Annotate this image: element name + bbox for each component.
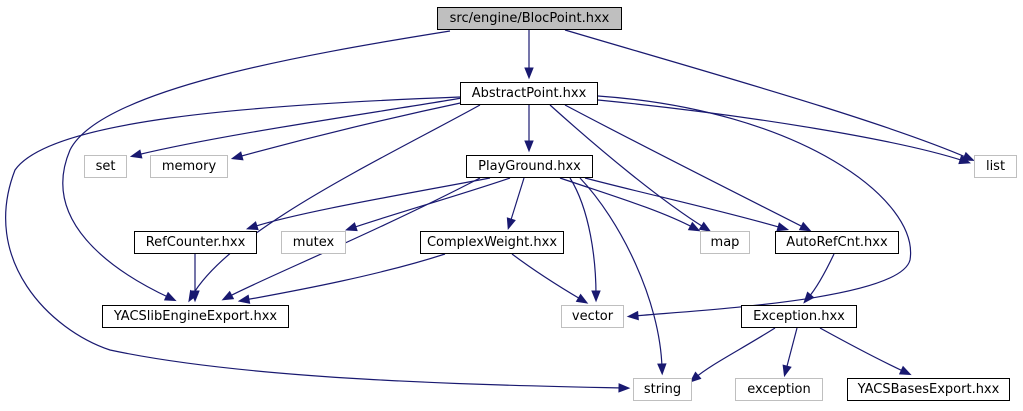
arrowhead-icon: [221, 290, 235, 301]
edge-line: [136, 97, 463, 156]
edge-line: [549, 104, 706, 229]
node-mutex: mutex: [281, 231, 346, 254]
arrowhead-icon: [129, 149, 143, 159]
edge-abstractpoint-to-list: [597, 99, 971, 165]
edge-abstractpoint-to-autorefcnt: [564, 104, 812, 232]
edge-line: [569, 177, 597, 296]
node-autorefcnt[interactable]: AutoRefCnt.hxx: [775, 231, 899, 254]
arrowhead-icon: [575, 293, 589, 304]
edge-line: [579, 177, 663, 369]
edge-line: [584, 177, 783, 229]
arrowhead-icon: [776, 222, 790, 232]
edge-playground-to-string: [579, 177, 667, 376]
edge-abstractpoint-to-yacslibengineexport: [188, 104, 481, 303]
edge-abstractpoint-to-playground: [524, 105, 534, 153]
edge-line: [559, 177, 695, 229]
node-abstractpoint[interactable]: AbstractPoint.hxx: [460, 82, 598, 105]
edge-complexweight-to-vector: [511, 253, 589, 304]
edge-playground-to-autorefcnt: [584, 177, 790, 232]
edge-line: [5, 96, 624, 389]
edge-line: [785, 327, 798, 371]
edge-line: [694, 327, 776, 379]
node-string: string: [633, 378, 692, 401]
edge-line: [807, 253, 835, 299]
edge-complexweight-to-yacslibengineexport: [237, 253, 446, 304]
edge-line: [62, 30, 451, 299]
edge-abstractpoint-to-string: [5, 96, 631, 393]
edge-abstractpoint-to-map: [549, 104, 712, 232]
node-set: set: [84, 155, 127, 178]
edge-refcounter-to-yacslibengineexport: [190, 254, 200, 303]
arrowhead-icon: [618, 383, 631, 393]
arrowhead-icon: [237, 294, 251, 304]
arrowhead-icon: [524, 140, 534, 153]
edge-exception_hxx-to-exception: [782, 327, 798, 378]
arrowhead-icon: [687, 221, 701, 232]
edge-line: [564, 104, 806, 229]
node-list: list: [974, 155, 1017, 178]
arrowhead-icon: [190, 290, 200, 303]
node-memory: memory: [150, 155, 228, 178]
node-refcounter[interactable]: RefCounter.hxx: [134, 231, 257, 254]
edge-line: [252, 177, 491, 228]
arrowhead-icon: [591, 290, 601, 303]
arrowhead-icon: [782, 364, 792, 378]
node-vector: vector: [561, 305, 624, 328]
edge-line: [237, 101, 466, 158]
node-map: map: [700, 231, 750, 254]
arrowhead-icon: [626, 310, 639, 321]
edge-abstractpoint-to-vector: [597, 95, 912, 321]
edge-blocpoint-to-list: [564, 29, 975, 161]
node-blocpoint: src/engine/BlocPoint.hxx: [437, 7, 622, 30]
node-complexweight[interactable]: ComplexWeight.hxx: [420, 231, 564, 254]
edge-playground-to-complexweight: [506, 177, 525, 231]
edge-exception_hxx-to-string: [689, 327, 776, 383]
arrowhead-icon: [657, 363, 667, 376]
edge-line: [511, 253, 583, 301]
edge-autorefcnt-to-exception_hxx: [803, 253, 835, 304]
edge-abstractpoint-to-memory: [230, 101, 466, 161]
arrowhead-icon: [898, 365, 912, 376]
arrowhead-icon: [958, 155, 971, 165]
arrowhead-icon: [803, 291, 815, 304]
edge-line: [819, 327, 906, 373]
edge-blocpoint-to-abstractpoint: [524, 30, 534, 80]
edge-line: [191, 104, 481, 297]
edge-exception_hxx-to-yacsbasesexport: [819, 327, 912, 376]
node-exception: exception: [735, 378, 823, 401]
node-exception-hxx[interactable]: Exception.hxx: [741, 305, 857, 328]
arrowhead-icon: [163, 291, 177, 302]
edge-blocpoint-to-yacslibengineexport: [62, 30, 451, 302]
edge-line: [564, 29, 969, 159]
arrowhead-icon: [698, 221, 712, 232]
arrowhead-icon: [961, 151, 975, 161]
arrowhead-icon: [230, 151, 244, 161]
node-yacslibengineexport[interactable]: YACSlibEngineExport.hxx: [102, 305, 289, 328]
edge-line: [244, 253, 446, 301]
edge-playground-to-refcounter: [245, 177, 491, 231]
edge-playground-to-map: [559, 177, 701, 232]
edge-line: [509, 177, 525, 224]
arrowhead-icon: [524, 67, 534, 80]
node-playground[interactable]: PlayGround.hxx: [466, 155, 593, 178]
arrowhead-icon: [689, 371, 702, 383]
edge-line: [597, 95, 912, 317]
arrowhead-icon: [245, 221, 259, 231]
node-yacsbasesexport[interactable]: YACSBasesExport.hxx: [847, 378, 1010, 401]
arrowhead-icon: [506, 217, 516, 231]
edge-playground-to-vector: [569, 177, 601, 303]
arrowhead-icon: [798, 221, 812, 232]
arrowhead-icon: [345, 222, 358, 232]
edge-abstractpoint-to-set: [129, 97, 463, 159]
edge-line: [597, 99, 965, 162]
